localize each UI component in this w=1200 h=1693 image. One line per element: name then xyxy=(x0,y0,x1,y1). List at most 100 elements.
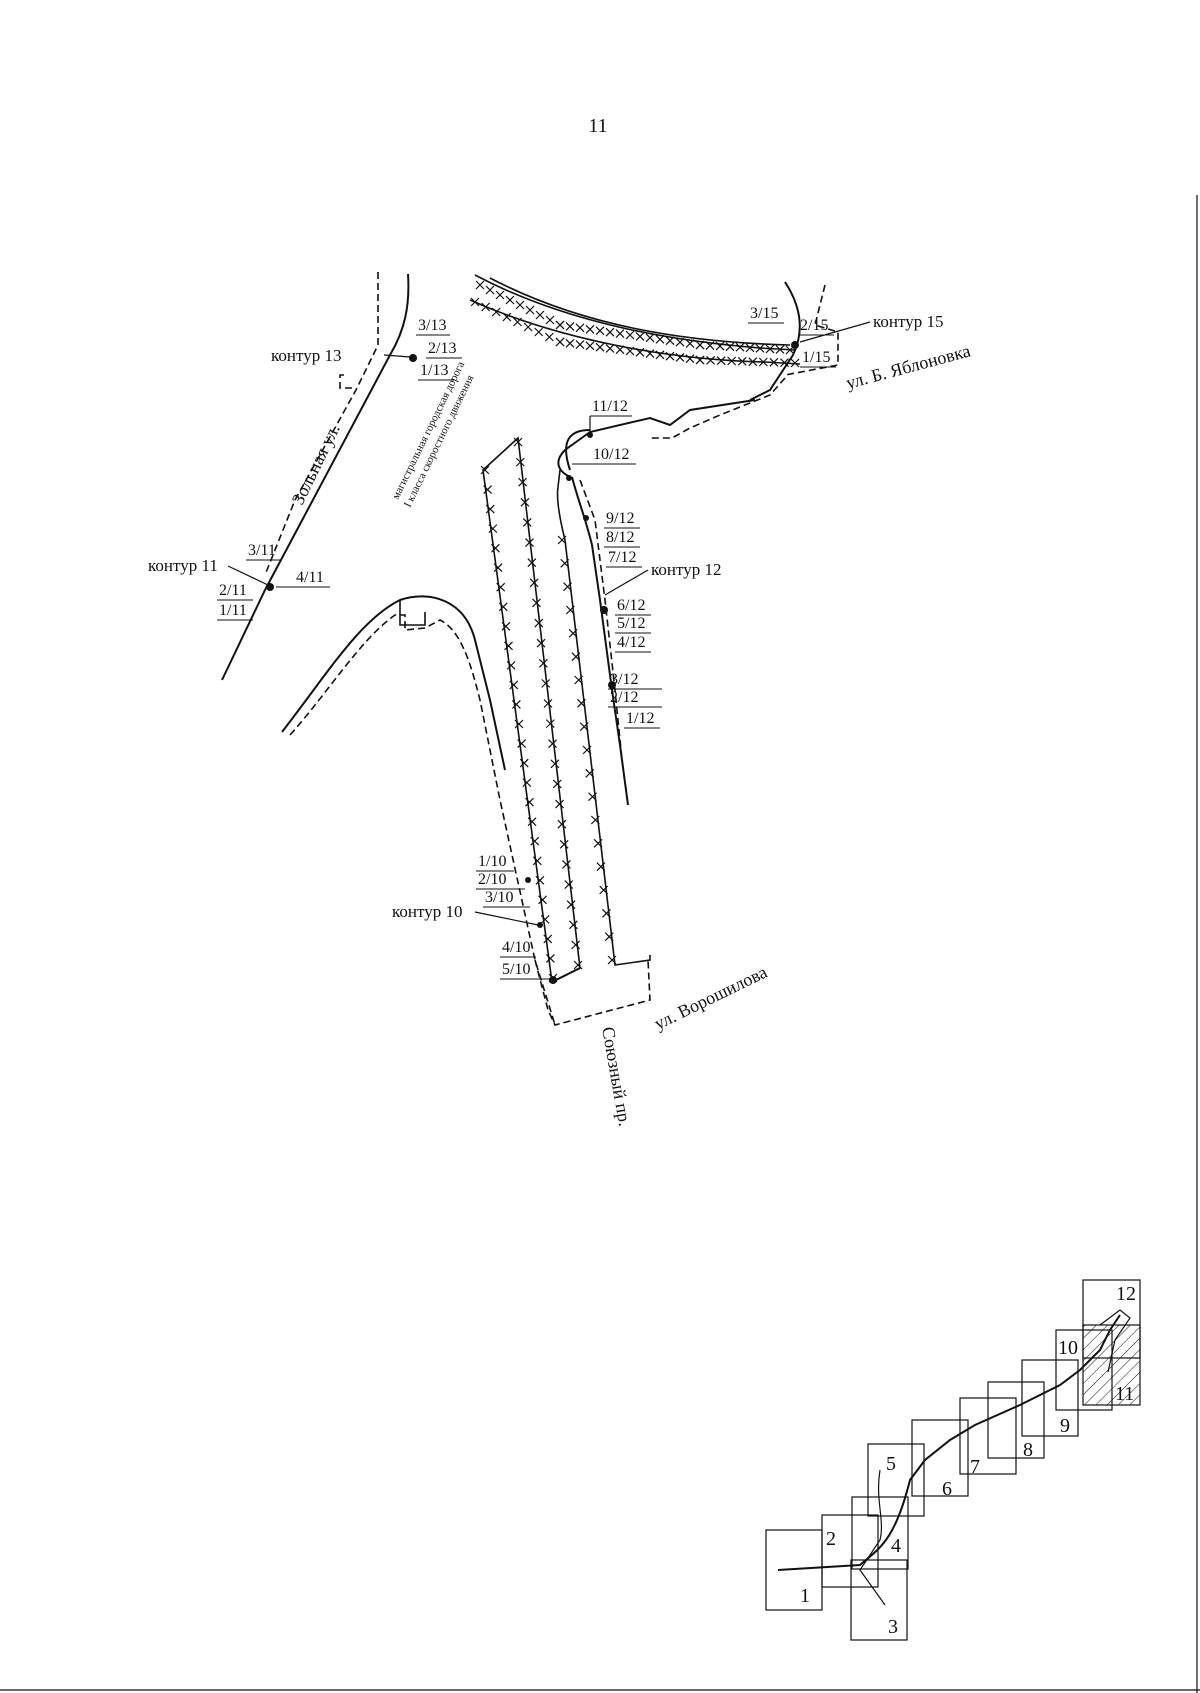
fence-mark xyxy=(695,340,705,350)
contour-10-label: контур 10 xyxy=(392,902,462,921)
fence-mark xyxy=(571,652,581,662)
fence-mark xyxy=(735,342,745,352)
c12-inner xyxy=(565,429,591,471)
fence-mark xyxy=(577,698,586,708)
fence-mark xyxy=(502,312,512,322)
point-3-10 xyxy=(537,922,543,928)
point-label-4-11: 4/11 xyxy=(296,569,324,586)
point-label-3-11: 3/11 xyxy=(248,542,276,559)
fence-mark xyxy=(599,885,609,895)
fence-mark xyxy=(555,320,565,330)
fence-mark xyxy=(695,355,705,365)
fence-mark xyxy=(565,338,575,348)
fence-mark xyxy=(527,817,537,827)
contour-15-label: контур 15 xyxy=(873,312,943,331)
fence-mark xyxy=(635,347,645,357)
fence-mark xyxy=(505,295,515,305)
fence-mark xyxy=(535,875,545,885)
index-route xyxy=(777,1314,1121,1571)
road-branch xyxy=(557,399,756,478)
contour-12-label: контур 12 xyxy=(651,560,721,579)
point-label-7-12: 7/12 xyxy=(608,549,636,566)
index-sheet-5 xyxy=(867,1443,925,1517)
fence-mark xyxy=(485,285,495,295)
fence-mark xyxy=(585,768,595,778)
point-label-4-12: 4/12 xyxy=(617,634,645,651)
point-label-2-10: 2/10 xyxy=(478,871,506,888)
fence-mark xyxy=(625,346,635,356)
fence-mark xyxy=(665,351,675,361)
fence-mark xyxy=(775,345,785,354)
fence-mark xyxy=(514,719,524,729)
fence-mark xyxy=(543,934,553,944)
contour-11-label: контур 11 xyxy=(148,556,218,575)
fence-mark xyxy=(645,349,655,358)
fence-mark xyxy=(488,524,498,534)
fence-mark xyxy=(725,342,735,352)
point-label-3-10: 3/10 xyxy=(485,889,513,906)
fence-mark xyxy=(515,457,525,467)
point-label-2-13: 2/13 xyxy=(428,340,456,357)
bottom-boundary xyxy=(534,959,651,1026)
fence-mark xyxy=(559,839,569,849)
fence-mark xyxy=(475,280,485,290)
fence-mark xyxy=(685,354,695,364)
fence-mark xyxy=(593,838,603,848)
fence-mark xyxy=(470,297,480,307)
fence-mark xyxy=(513,317,522,327)
index-map: 1 2 3 4 5 6 7 8 9 10 11 12 xyxy=(765,1279,1141,1641)
fence-mark xyxy=(555,337,565,347)
fence-mark xyxy=(515,300,525,310)
fence-mark xyxy=(525,305,535,315)
road-third-edge xyxy=(489,277,791,346)
fence-mark xyxy=(568,920,578,930)
index-sheet-label-4: 4 xyxy=(891,1535,901,1557)
fence-mark xyxy=(557,535,567,545)
fence-mark xyxy=(520,497,530,507)
fence-mark xyxy=(511,700,521,709)
c15-edge-a xyxy=(749,281,801,401)
index-sheet-label-11: 11 xyxy=(1115,1383,1134,1405)
point-5-10 xyxy=(549,976,557,984)
index-sheet-6 xyxy=(911,1419,969,1497)
fence-mark xyxy=(485,504,495,514)
point-label-1-13: 1/13 xyxy=(420,362,448,379)
fence-mark xyxy=(625,330,635,340)
fence-mark xyxy=(509,680,519,690)
index-sheet-2 xyxy=(821,1514,879,1588)
point-label-2-11: 2/11 xyxy=(219,582,247,599)
point-label-4-10: 4/10 xyxy=(502,939,530,956)
point-label-11-12: 11/12 xyxy=(592,398,628,415)
fence-mark xyxy=(538,895,547,905)
point-label-1-15: 1/15 xyxy=(802,349,830,366)
fence-mark xyxy=(552,779,562,789)
fence-mark xyxy=(534,327,544,337)
index-route-branch2 xyxy=(1099,1309,1131,1373)
point-3-12 xyxy=(608,681,616,689)
fence-mark xyxy=(543,699,553,708)
point-label-9-12: 9/12 xyxy=(606,510,634,527)
street-yablonovka: ул. Б. Яблоновка xyxy=(844,340,973,392)
fence-mark xyxy=(769,357,779,367)
fence-mark xyxy=(493,563,503,573)
fence-mark xyxy=(675,353,685,362)
index-route-branch xyxy=(859,1469,886,1606)
index-sheet-label-7: 7 xyxy=(970,1456,980,1478)
fence-mark xyxy=(715,341,725,351)
point-label-1-12: 1/12 xyxy=(626,710,654,727)
index-sheet-label-10: 10 xyxy=(1058,1337,1078,1359)
fence-mark xyxy=(483,485,493,494)
fence-mark xyxy=(595,326,605,336)
index-sheet-label-12: 12 xyxy=(1116,1283,1136,1305)
fence-mark xyxy=(513,437,523,447)
fence-mark xyxy=(574,675,584,685)
fence-mark xyxy=(496,582,506,592)
c12-strip-end xyxy=(611,689,629,806)
fence-mark xyxy=(602,908,611,918)
fence-mark xyxy=(481,302,491,312)
road-note-line1: магистральная городская дорога xyxy=(390,359,467,501)
point-label-5-10: 5/10 xyxy=(502,961,530,978)
fence-mark xyxy=(536,638,546,648)
fence-mark xyxy=(522,778,532,788)
